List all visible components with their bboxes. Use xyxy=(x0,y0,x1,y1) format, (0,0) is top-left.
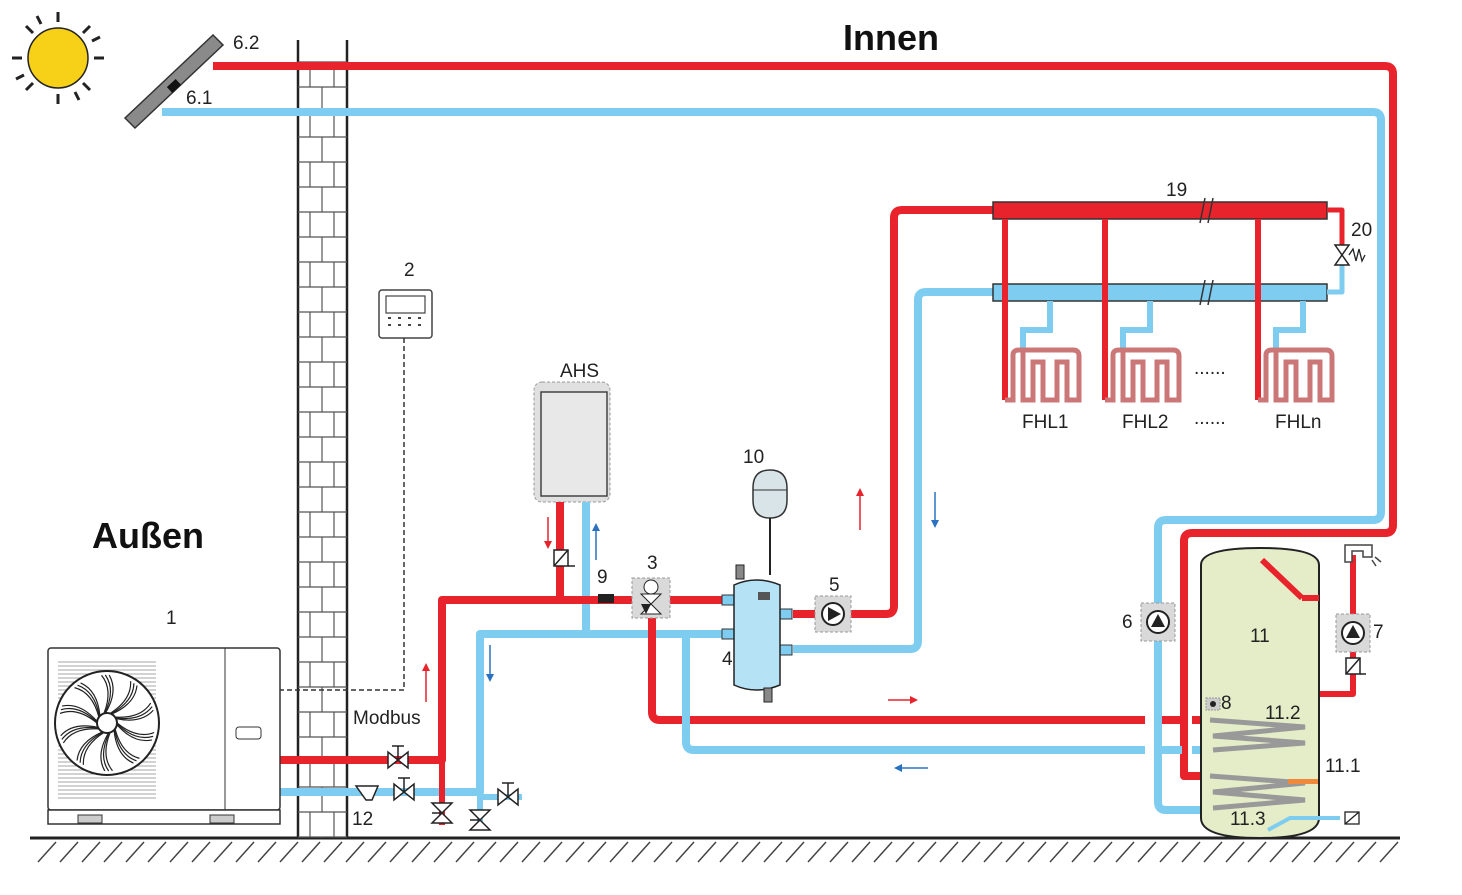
dhw-check-valve-icon xyxy=(1345,657,1366,675)
callout-9: 9 xyxy=(597,567,608,588)
callout-11: 11 xyxy=(1250,626,1270,647)
circulation-pump-icon xyxy=(814,595,852,633)
ahs-label: AHS xyxy=(560,361,599,382)
callout-11-3: 11.3 xyxy=(1230,809,1266,830)
callout-1: 1 xyxy=(166,608,177,629)
expansion-vessel xyxy=(752,469,788,575)
bypass-hot xyxy=(1327,207,1345,245)
callout-7: 7 xyxy=(1373,622,1384,643)
flow-arrows xyxy=(422,488,939,772)
check-valve-icon xyxy=(553,549,575,567)
callout-11-1: 11.1 xyxy=(1325,756,1361,777)
outdoor-supply xyxy=(280,596,722,764)
inside-label: Innen xyxy=(843,17,939,58)
outdoor-return xyxy=(280,630,722,796)
three-way-valve-icon xyxy=(631,577,671,619)
dhw-tank xyxy=(1200,546,1340,840)
fhl2-label: FHL2 xyxy=(1122,412,1168,433)
solar-supply-pipe xyxy=(213,62,1397,780)
dots-lower: ...... xyxy=(1194,408,1226,429)
solar-pump-icon xyxy=(1140,602,1176,642)
dhw-supply xyxy=(648,614,1145,724)
callout-20: 20 xyxy=(1351,220,1372,241)
dhw-pump-icon xyxy=(1335,613,1371,653)
heating-supply-pipe xyxy=(793,206,993,618)
callout-4: 4 xyxy=(722,649,733,670)
callout-19: 19 xyxy=(1166,180,1187,201)
bypass-valve-icon xyxy=(1333,244,1366,266)
callout-10: 10 xyxy=(743,447,764,468)
heating-return-pipe xyxy=(793,288,993,653)
callout-5: 5 xyxy=(829,575,840,596)
fhl1-label: FHL1 xyxy=(1022,412,1068,433)
manifold-return xyxy=(992,279,1328,306)
manifold-supply xyxy=(992,197,1328,224)
callout-8: 8 xyxy=(1221,693,1232,714)
temperature-sensor xyxy=(598,594,614,603)
callout-2: 2 xyxy=(404,260,415,281)
shutoff-valve-icon xyxy=(387,745,519,831)
callout-6-2: 6.2 xyxy=(233,33,259,54)
modbus-label: Modbus xyxy=(353,708,421,729)
outdoor-unit xyxy=(47,647,281,825)
buffer-tank xyxy=(721,564,793,703)
solar-return-pipe xyxy=(162,108,1385,814)
bypass-cold xyxy=(1327,265,1345,295)
callout-12: 12 xyxy=(352,809,373,830)
ground xyxy=(30,836,1400,863)
modbus-cable xyxy=(232,338,405,691)
outside-label: Außen xyxy=(92,515,204,556)
dhw-return xyxy=(682,634,1145,754)
callout-11-2: 11.2 xyxy=(1265,703,1301,724)
inlet-check-valve-icon xyxy=(1344,811,1360,825)
auxiliary-heat-source xyxy=(533,381,611,503)
callout-3: 3 xyxy=(647,553,658,574)
filter-icon xyxy=(354,785,380,801)
dots-upper: ...... xyxy=(1194,358,1226,379)
brick-wall xyxy=(296,40,349,838)
callout-6-1: 6.1 xyxy=(186,88,212,109)
sun-icon xyxy=(12,12,104,104)
callout-6: 6 xyxy=(1122,612,1133,633)
floor-heating-loops xyxy=(1002,219,1335,403)
fhln-label: FHLn xyxy=(1275,412,1321,433)
wired-controller xyxy=(378,289,433,339)
solar-panel xyxy=(123,33,225,130)
tap-icon xyxy=(1344,544,1382,567)
